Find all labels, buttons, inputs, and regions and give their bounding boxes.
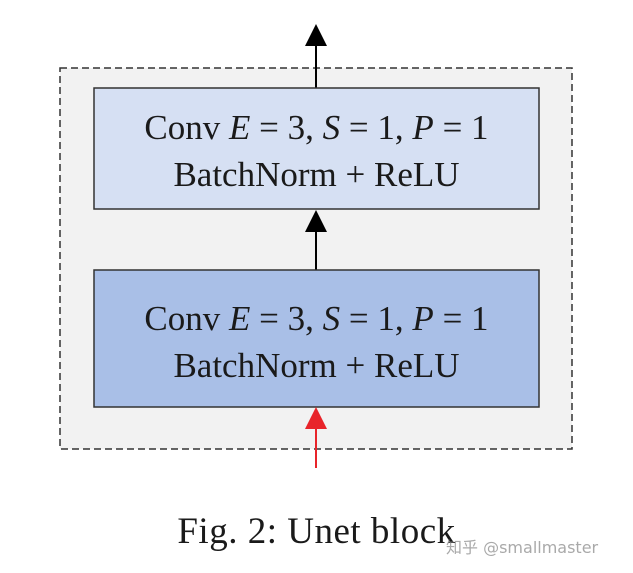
- param-variable: P: [411, 108, 433, 147]
- middle-arrow: [305, 210, 327, 270]
- top-conv-block: [93, 87, 540, 210]
- param-value: = 1: [434, 108, 489, 147]
- top-block-line1: Conv E = 3, S = 1, P = 1: [144, 108, 488, 147]
- param-variable: S: [323, 299, 341, 338]
- bottom-conv-block: [93, 269, 540, 408]
- param-variable: P: [411, 299, 433, 338]
- output-arrow: [305, 24, 327, 88]
- param-value: = 3,: [250, 108, 322, 147]
- param-variable: E: [228, 108, 250, 147]
- param-value: = 1,: [340, 108, 412, 147]
- figure-caption: Fig. 2: Unet block: [177, 511, 456, 552]
- bottom-block-line1: Conv E = 3, S = 1, P = 1: [144, 299, 488, 338]
- conv-label: Conv: [144, 108, 229, 147]
- input-arrow: [305, 407, 327, 468]
- top-block-line2: BatchNorm + ReLU: [173, 155, 459, 194]
- param-value: = 1: [434, 299, 489, 338]
- param-value: = 1,: [340, 299, 412, 338]
- bottom-block-line2: BatchNorm + ReLU: [173, 346, 459, 385]
- param-value: = 3,: [250, 299, 322, 338]
- param-variable: S: [323, 108, 341, 147]
- param-variable: E: [228, 299, 250, 338]
- watermark: 知乎 @smallmaster: [446, 538, 599, 557]
- conv-label: Conv: [144, 299, 229, 338]
